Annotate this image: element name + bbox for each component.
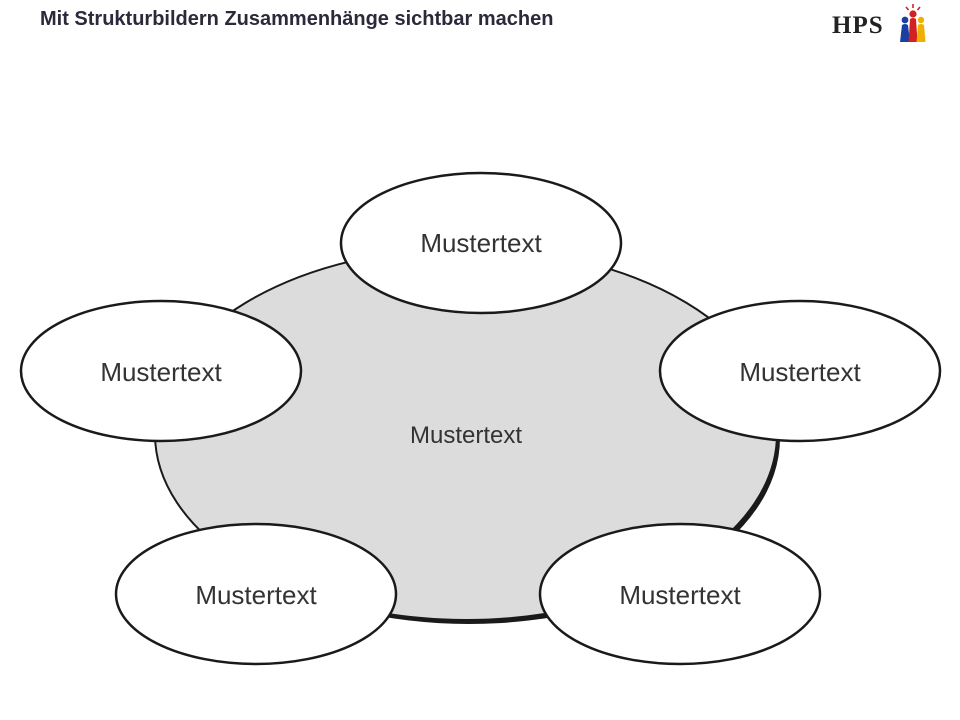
people-figures-icon [900,4,926,42]
node-bottom-left-label: Mustertext [195,580,317,610]
slide-title: Mit Strukturbildern Zusammenhänge sichtb… [40,8,554,30]
node-bottom-right[interactable]: Mustertext [538,522,822,666]
node-bottom-left[interactable]: Mustertext [114,522,398,666]
node-right[interactable]: Mustertext [658,299,942,443]
center-label: Mustertext [410,422,522,449]
hps-logo: HPS [826,2,926,44]
node-bottom-right-label: Mustertext [619,580,741,610]
node-top-label: Mustertext [420,228,542,258]
node-left-label: Mustertext [100,357,222,387]
node-left[interactable]: Mustertext [19,299,303,443]
node-right-label: Mustertext [739,357,861,387]
logo-text: HPS [832,12,884,39]
node-top[interactable]: Mustertext [339,171,623,315]
